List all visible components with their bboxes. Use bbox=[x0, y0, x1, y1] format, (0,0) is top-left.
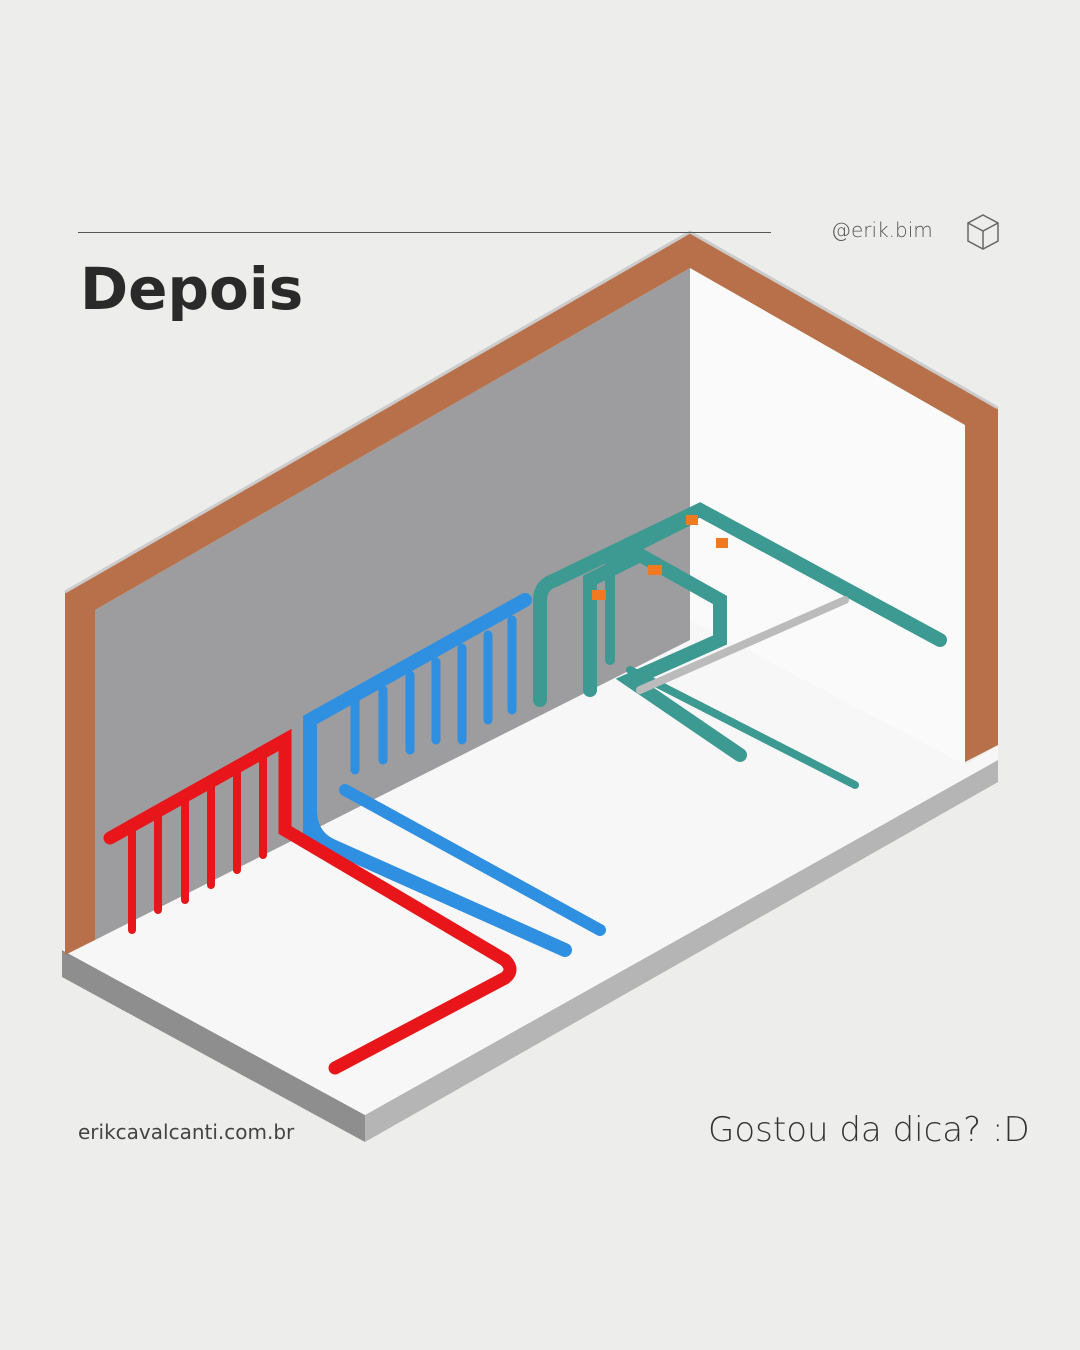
hot-water-pipes bbox=[103, 728, 517, 1075]
call-to-action: Gostou da dica? :D bbox=[708, 1110, 1030, 1150]
floor bbox=[62, 620, 998, 1115]
cold-water-pipes bbox=[303, 593, 606, 957]
page-title: Depois bbox=[80, 255, 304, 323]
website-link: erikcavalcanti.com.br bbox=[78, 1120, 295, 1144]
slab-left-face bbox=[62, 950, 365, 1142]
instagram-handle: @erik.bim bbox=[831, 218, 933, 242]
room bbox=[62, 230, 999, 1142]
header-divider bbox=[78, 232, 771, 233]
drain-pipes bbox=[533, 502, 947, 789]
back-left-wall bbox=[95, 268, 690, 940]
cube-icon bbox=[967, 214, 999, 250]
valves bbox=[592, 515, 728, 600]
slab-right-face bbox=[365, 760, 998, 1142]
